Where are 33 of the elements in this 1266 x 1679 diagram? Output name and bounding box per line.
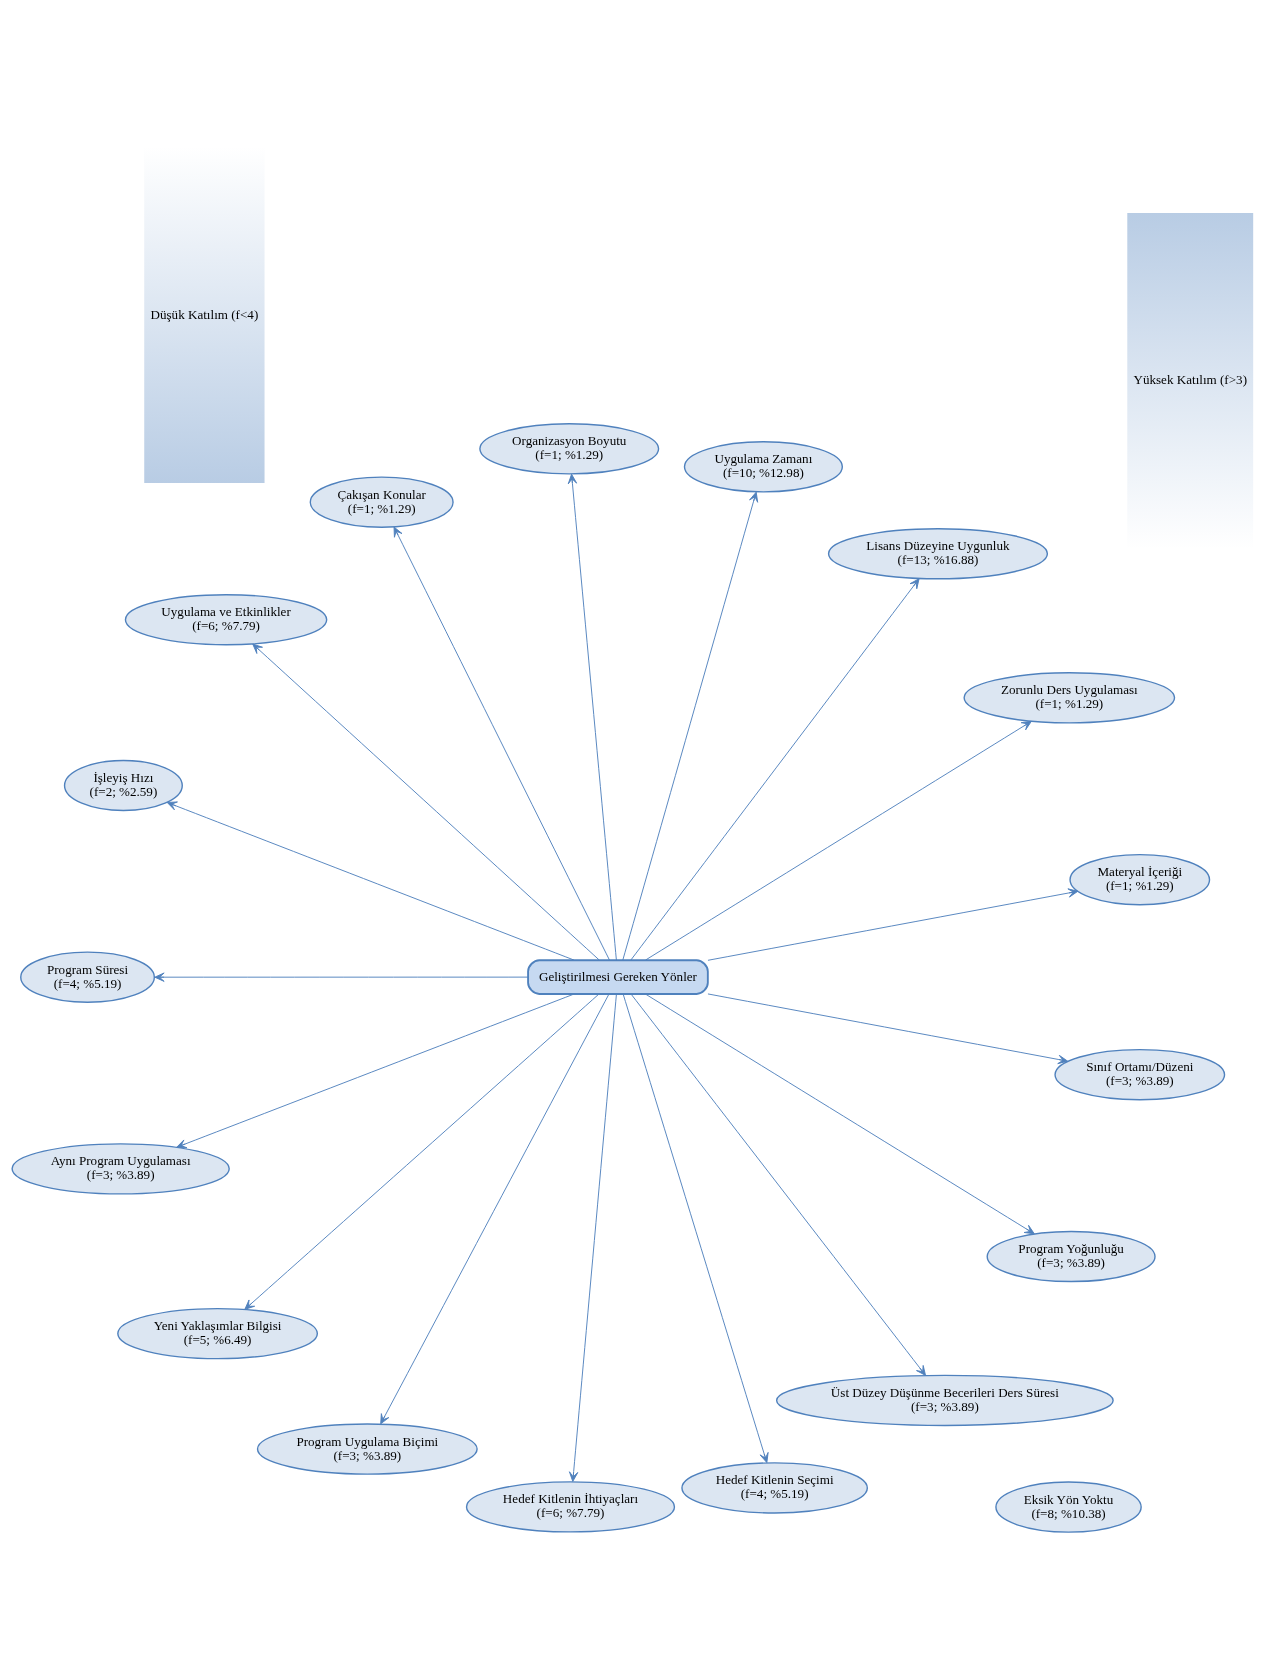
arrow <box>393 526 610 961</box>
arrow <box>176 993 575 1149</box>
arrow <box>630 993 927 1376</box>
arrow <box>707 888 1079 961</box>
arrow <box>707 993 1069 1065</box>
node-ellipse: Hedef Kitlenin Seçimi (f=4; %5.19) <box>681 1462 868 1514</box>
arrow <box>166 801 575 961</box>
node-ellipse: Üst Düzey Düşünme Becerileri Ders Süresi (f=3; %3.89) <box>775 1374 1114 1427</box>
node-ellipse: Program Yoğunluğu (f=3; %3.89) <box>986 1230 1156 1283</box>
arrow <box>630 578 920 961</box>
node-ellipse: Zorunlu Ders Uygulaması (f=1; %1.29) <box>963 672 1176 724</box>
arrow <box>645 993 1035 1235</box>
node-ellipse: Uygulama ve Etkinlikler (f=6; %7.79) <box>124 593 328 646</box>
node-ellipse: Program Süresi (f=4; %5.19) <box>20 951 156 1003</box>
arrow <box>252 643 600 961</box>
arrow <box>244 993 600 1310</box>
node-ellipse: Organizasyon Boyutu (f=1; %1.29) <box>479 423 660 475</box>
arrow <box>645 720 1032 961</box>
node-ellipse: Aynı Program Uygulaması (f=3; %3.89) <box>11 1143 230 1195</box>
arrow <box>154 972 529 982</box>
arrow <box>567 473 617 961</box>
arrow <box>622 993 769 1464</box>
node-ellipse: Yeni Yaklaşımlar Bilgisi (f=5; %6.49) <box>117 1307 319 1360</box>
node-box: Geliştirilmesi Gereken Yönler <box>527 959 709 995</box>
arrow <box>622 491 759 961</box>
node-ellipse: Hedef Kitlenin İhtiyaçları (f=6; %7.79) <box>465 1481 676 1533</box>
node-ellipse: Lisans Düzeyine Uygunluk (f=13; %16.88) <box>827 528 1049 580</box>
node-ellipse: Eksik Yön Yoktu (f=8; %10.38) <box>995 1481 1142 1533</box>
node-ellipse: Program Uygulama Biçimi (f=3; %3.89) <box>256 1423 478 1475</box>
arrow <box>380 993 610 1425</box>
node-ellipse: Çakışan Konular (f=1; %1.29) <box>309 476 454 528</box>
arrow <box>568 993 617 1482</box>
node-ellipse: Uygulama Zamanı (f=10; %12.98) <box>683 441 844 493</box>
